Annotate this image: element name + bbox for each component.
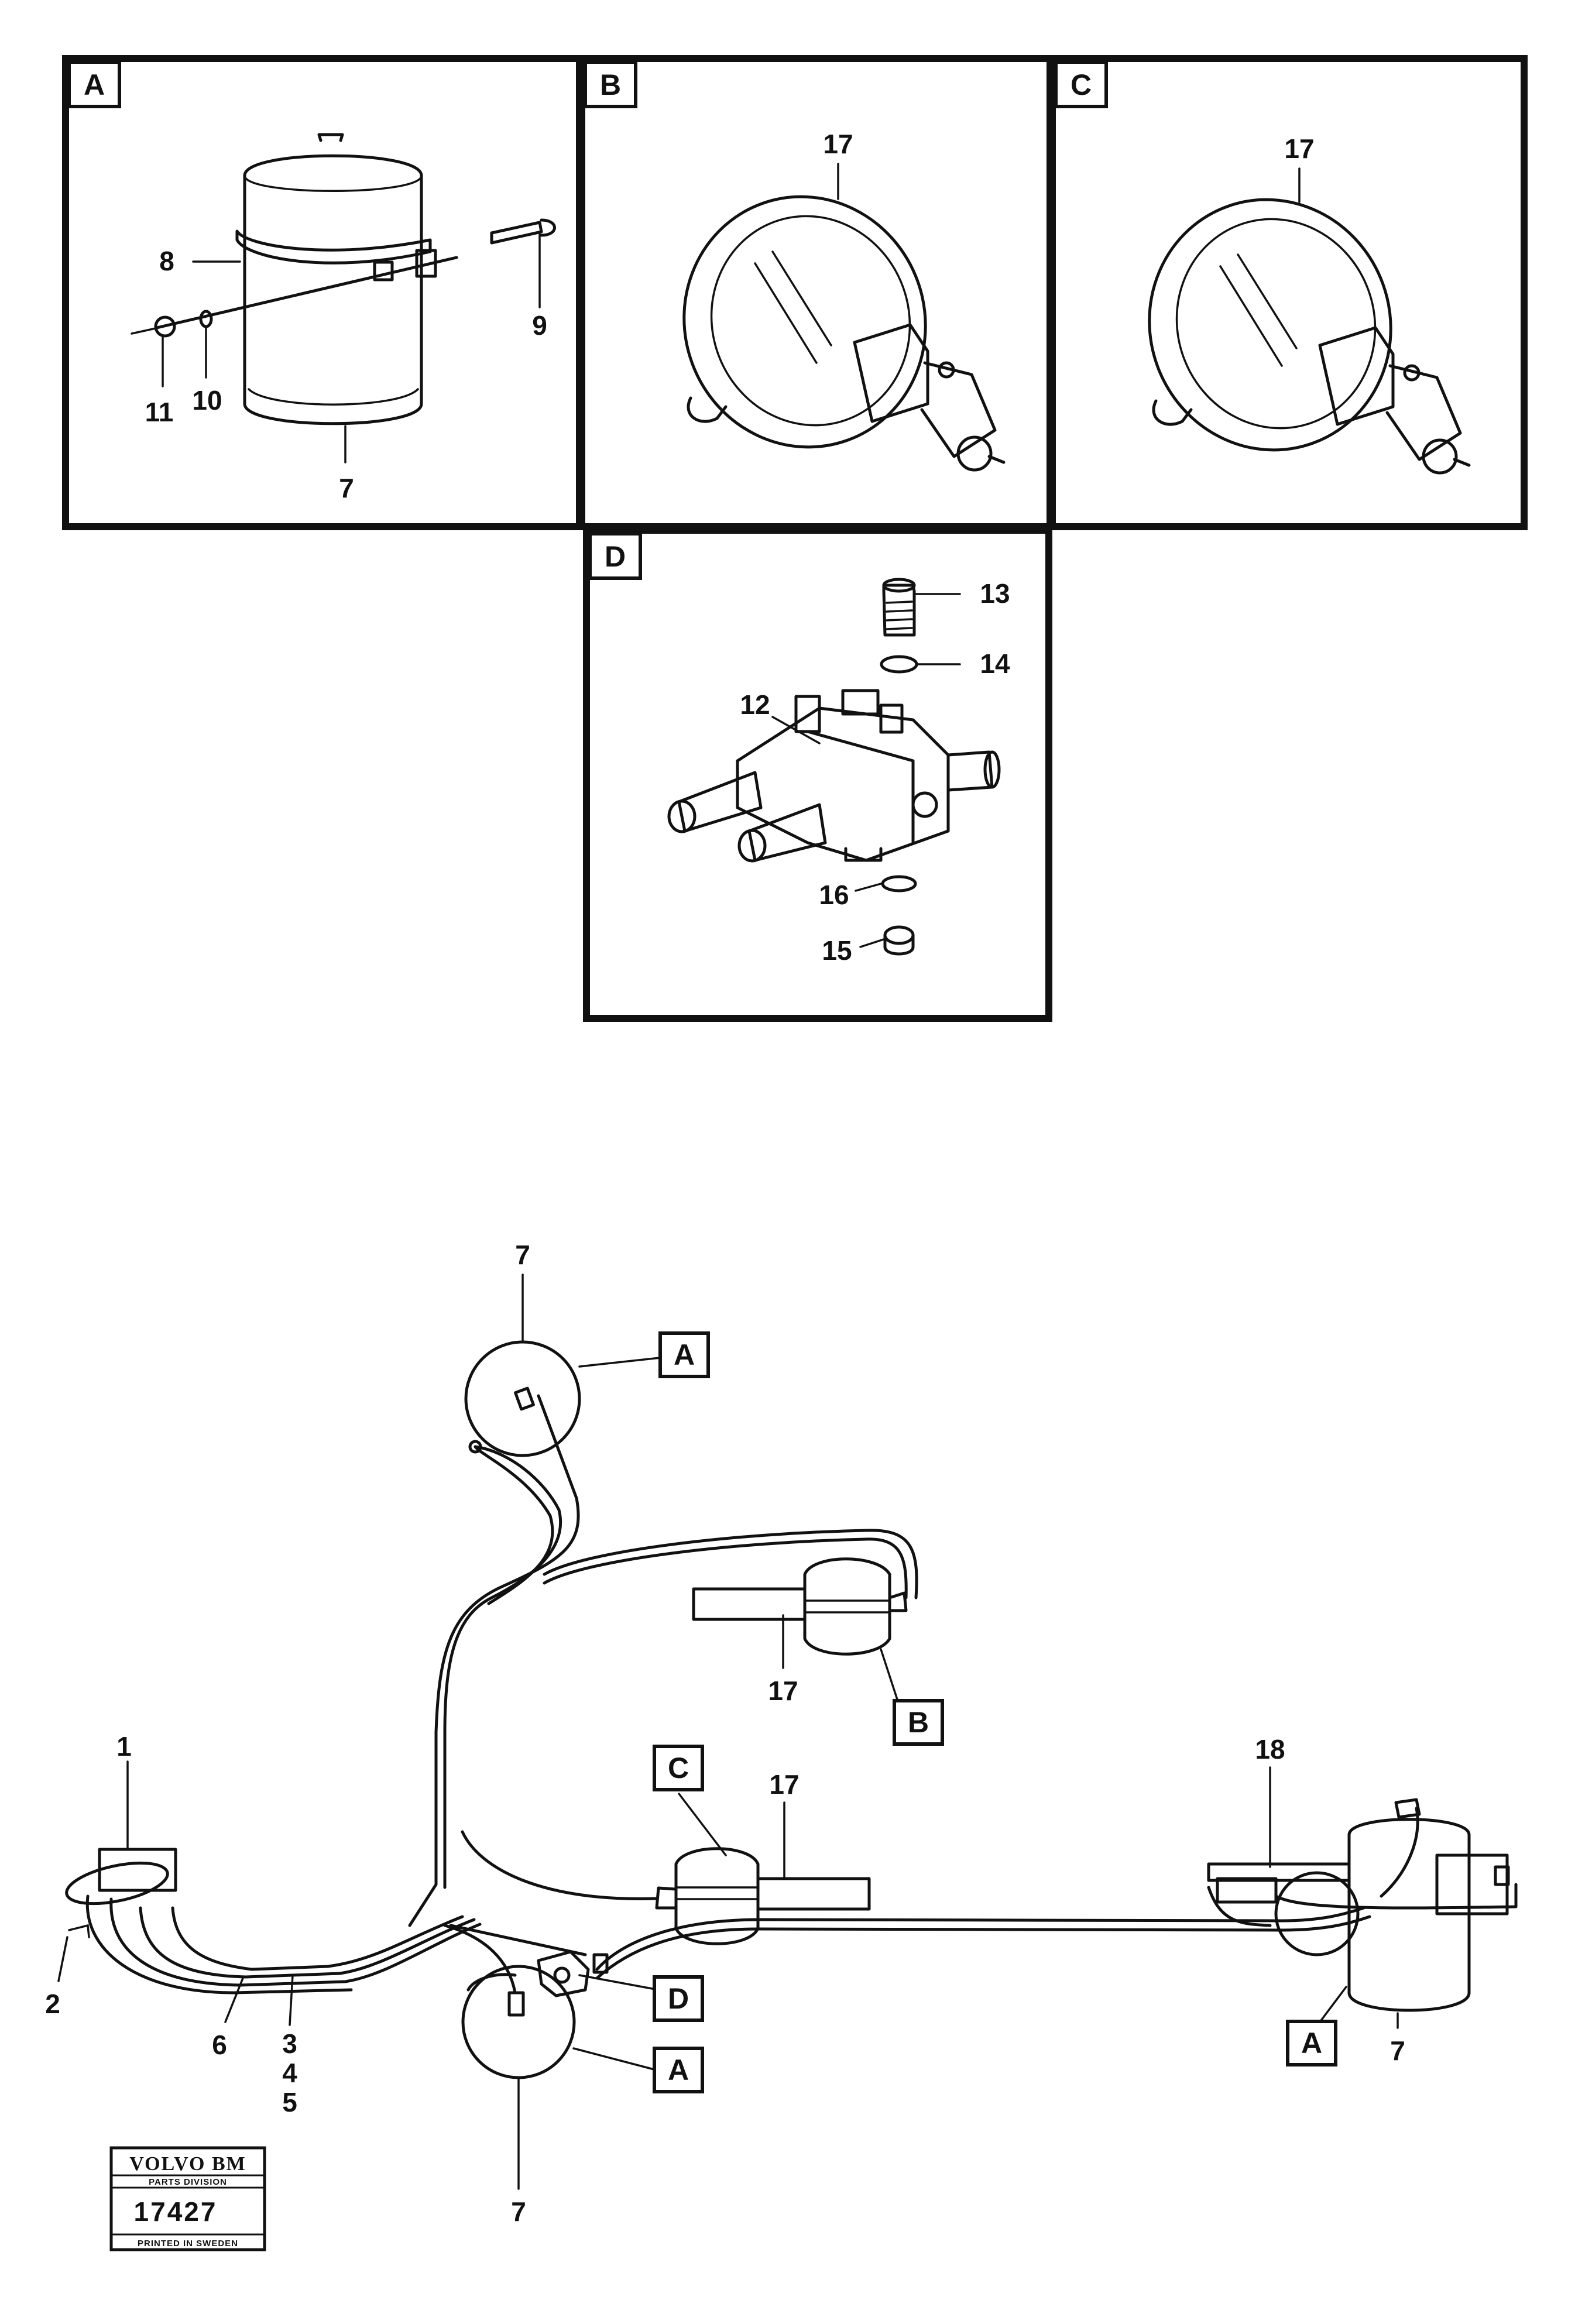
panel-d-letter: D: [605, 540, 626, 573]
panel-a: A: [62, 55, 583, 530]
overview-tank-top: [464, 1340, 581, 1457]
overview-chamber-b: [692, 1557, 908, 1656]
overview-tag-a-right: A: [1301, 2027, 1322, 2059]
panel-a-callouts: 8 9 11 10 7: [145, 233, 547, 503]
panel-c: C: [1049, 55, 1528, 530]
overview-callout-1: 1: [116, 1731, 132, 1762]
overview-callout-3: 3: [282, 2028, 297, 2059]
callout-11: 11: [145, 397, 174, 427]
brake-chamber-c-drawing: [1148, 198, 1471, 475]
valve-block-drawing: [667, 578, 1001, 956]
overview-callout-18: 18: [1255, 1734, 1285, 1765]
callout-10: 10: [192, 385, 222, 416]
callout-14: 14: [980, 648, 1010, 679]
overview-pipes: [85, 1394, 1518, 1995]
overview-callout-4: 4: [282, 2058, 297, 2088]
overview-tag-d: D: [668, 1982, 689, 2015]
volvo-bm-stamp: VOLVO BM PARTS DIVISION 17427 PRINTED IN…: [109, 2146, 266, 2251]
overview-tank-bottom: [461, 1965, 576, 2079]
panel-b-callouts: 17: [823, 129, 853, 200]
callout-16: 16: [819, 880, 849, 910]
callout-7: 7: [339, 473, 354, 503]
overview-callout-17-b: 17: [768, 1676, 798, 1706]
panel-b-letter: B: [600, 68, 621, 101]
overview-callout-17-c: 17: [769, 1769, 799, 1800]
panel-a-letter: A: [84, 68, 105, 101]
panel-b: B: [578, 55, 1054, 530]
callout-15: 15: [822, 935, 852, 966]
panel-d: D: [583, 527, 1052, 1022]
overview-brake-valve: [65, 1848, 177, 1938]
air-tank-drawing: [131, 133, 556, 425]
overview-callout-7-bottom: 7: [511, 2196, 526, 2227]
stamp-division: PARTS DIVISION: [149, 2177, 227, 2187]
overview-callout-6: 6: [212, 2030, 227, 2060]
callout-12: 12: [740, 689, 770, 720]
overview-callout-7-right: 7: [1390, 2035, 1405, 2066]
overview-tag-a-top: A: [674, 1338, 695, 1371]
overview-callout-2: 2: [45, 1989, 60, 2019]
overview-tags: A B C D A A: [572, 1331, 1347, 2093]
overview-callout-5: 5: [282, 2087, 297, 2117]
callout-17-panel-b: 17: [823, 129, 853, 159]
panel-d-callouts: 13 14 12 16 15: [740, 578, 1010, 966]
panel-c-letter: C: [1071, 68, 1092, 101]
overview-tag-a-bottom: A: [668, 2054, 689, 2086]
overview-callouts: 7 17 1 17 18 2 6 3 4 5 7 7: [45, 1240, 1405, 2227]
panel-c-callouts: 17: [1284, 133, 1315, 203]
overview-callout-7-top: 7: [515, 1240, 530, 1270]
stamp-printed: PRINTED IN SWEDEN: [138, 2239, 238, 2249]
brake-chamber-b-drawing: [682, 195, 1006, 472]
stamp-number: 17427: [134, 2196, 218, 2227]
callout-8: 8: [159, 246, 174, 276]
stamp-brand: VOLVO BM: [129, 2153, 246, 2175]
overview-tag-b: B: [908, 1706, 929, 1739]
callout-9: 9: [532, 310, 547, 341]
overview-tank-right: [1207, 1798, 1510, 2012]
callout-17-panel-c: 17: [1284, 133, 1314, 164]
overview-tag-c: C: [668, 1752, 689, 1784]
callout-13: 13: [980, 578, 1010, 609]
